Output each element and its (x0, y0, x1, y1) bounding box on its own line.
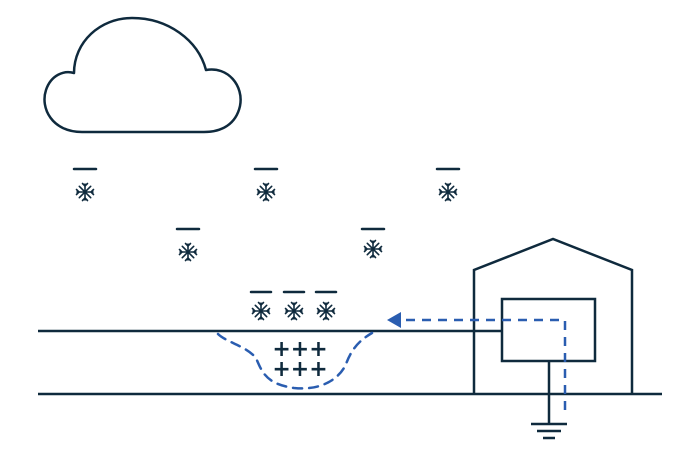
snowflake-icon-7 (284, 301, 304, 321)
house-outline (472, 237, 634, 394)
snow-particle-2 (253, 167, 279, 202)
ground-snowflakes (249, 290, 338, 321)
falling-snowflakes (72, 167, 461, 262)
snowflake-icon-8 (316, 301, 336, 321)
snowflake-icon-2 (256, 182, 276, 202)
ground-symbol (531, 422, 567, 440)
cloud-icon (43, 16, 242, 134)
device-box (500, 297, 597, 363)
positive-charges-row-1: +++ (272, 337, 327, 362)
arrow-left-icon (387, 312, 401, 328)
snow-particle-4 (175, 227, 201, 262)
snow-particle-3 (435, 167, 461, 202)
positive-charges: +++ +++ (272, 337, 327, 382)
snowflake-icon-1 (75, 182, 95, 202)
charge-flow-path (400, 318, 567, 410)
snow-particle-5 (360, 227, 386, 259)
positive-charges-row-2: +++ (272, 357, 327, 382)
snow-particle-1 (72, 167, 98, 202)
snowflake-icon-6 (251, 301, 271, 321)
snowflake-icon-3 (438, 182, 458, 202)
snowflake-icon-4 (178, 242, 198, 262)
snowflake-icon-5 (363, 239, 383, 259)
induced-charge-region (216, 331, 374, 390)
